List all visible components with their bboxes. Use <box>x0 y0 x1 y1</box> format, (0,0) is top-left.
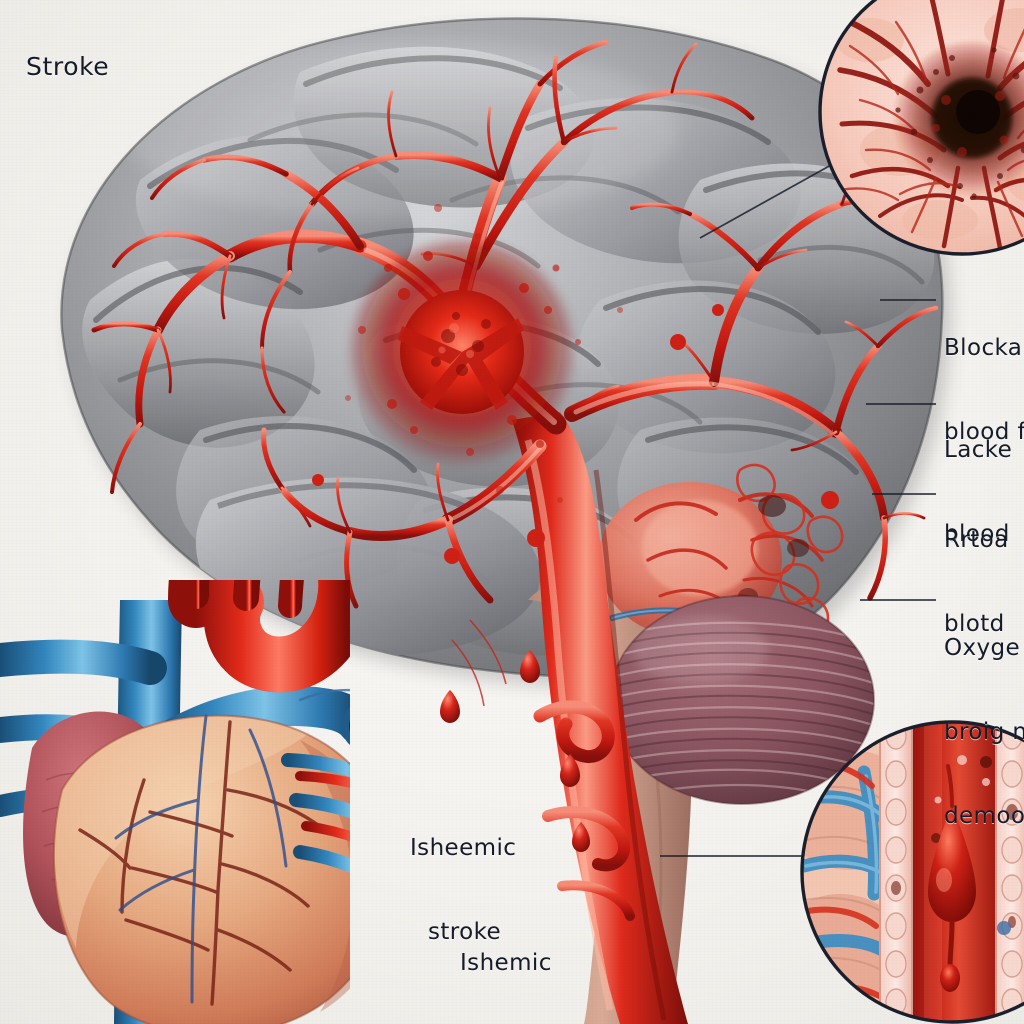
callout-line: blotd <box>944 611 1005 638</box>
callout-line: demoo <box>944 803 1024 830</box>
callout-lack-of-blood: Lacke blood <box>944 380 1012 604</box>
label-line: Isheemic <box>410 835 517 862</box>
callout-line: blood fl <box>944 419 1024 446</box>
callout-oxygen-brain-demand: Oxyge broig nr demoo <box>944 578 1024 887</box>
callout-line: Rrtoa <box>944 527 1009 554</box>
label-ishemic-stroke: Ishemic stroke <box>460 893 552 1024</box>
page-title: Stroke <box>26 52 110 81</box>
callout-line: broig nr <box>944 719 1024 746</box>
label-line: Ishemic <box>460 950 552 977</box>
callout-blocked-blood-flow: Blockan blood fl <box>944 278 1024 502</box>
inset-brain-tissue-infarct <box>818 0 1024 256</box>
carotid-artery-trunk <box>440 412 688 1024</box>
clot-embolus <box>928 806 976 922</box>
hemorrhage-site <box>312 204 839 564</box>
blood-droplets <box>440 650 590 852</box>
callout-line: blood <box>944 521 1010 548</box>
callout-line: Oxyge <box>944 635 1021 662</box>
artery-branches <box>533 700 635 921</box>
callout-artery-blood: Rrtoa blotd <box>944 470 1009 694</box>
cerebellum-figure <box>609 595 875 805</box>
label-isheemic-stroke: Isheemic stroke <box>410 778 516 1002</box>
label-line: stroke <box>428 919 502 946</box>
callout-line: Lacke <box>944 437 1013 464</box>
callout-line: Blockan <box>944 335 1024 362</box>
heart-figure <box>0 580 350 1024</box>
